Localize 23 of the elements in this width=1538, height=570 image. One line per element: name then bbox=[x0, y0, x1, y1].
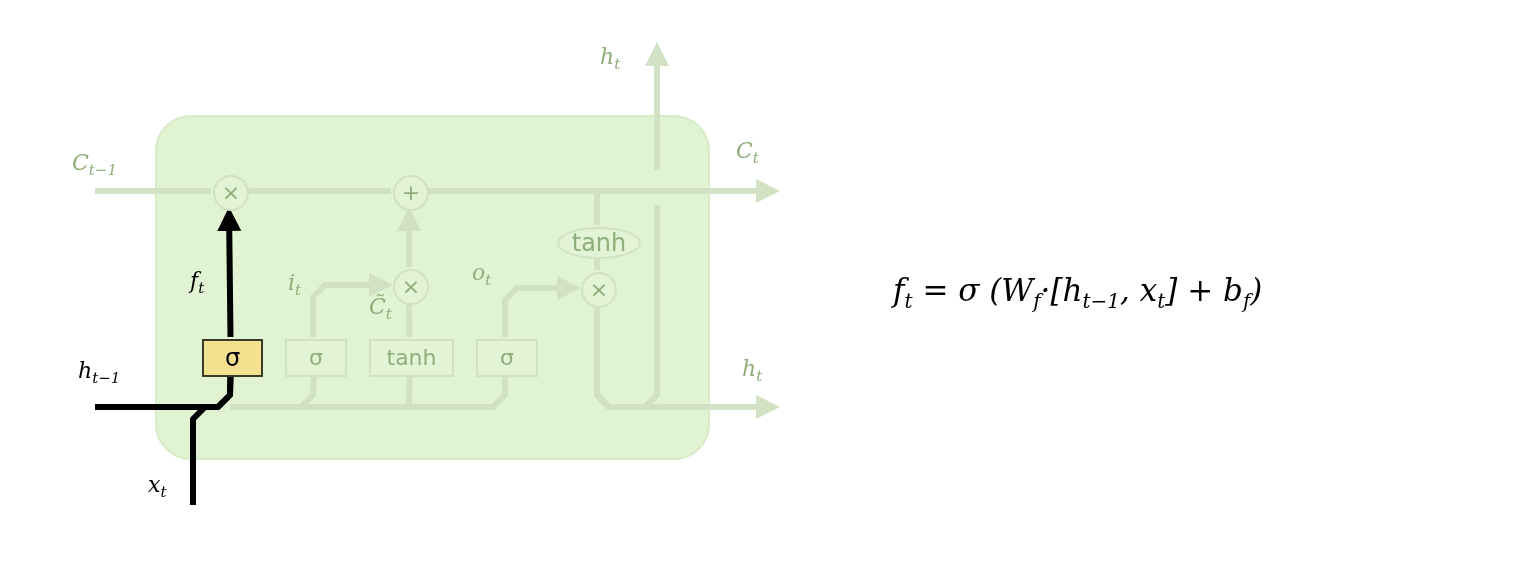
equation: f$_{t}$ = σ (W$_{f}$·[h$_{t−1}$, x$_{t}$] + b$_{f}$) bbox=[893, 272, 1263, 314]
lstm-cell-background bbox=[155, 115, 710, 460]
gate-layer: σ bbox=[202, 339, 263, 377]
gate-layer: σ bbox=[476, 339, 538, 377]
edge-label: C$_{t}$ bbox=[736, 140, 759, 167]
gate-layer: tanh bbox=[369, 339, 454, 377]
edge-label: o$_{t}$ bbox=[472, 262, 492, 289]
edge-label: C̃$_{t}$ bbox=[369, 296, 392, 323]
connector-line bbox=[190, 374, 234, 505]
edge-label: h$_{t}$ bbox=[600, 46, 621, 73]
edge-label: h$_{t}$ bbox=[742, 358, 763, 385]
tanh-activation: tanh bbox=[557, 227, 641, 259]
edge-label: h$_{t−1}$ bbox=[78, 360, 121, 387]
pointwise-operation: × bbox=[393, 269, 429, 305]
edge-label: i$_{t}$ bbox=[288, 272, 302, 299]
edge-label: C$_{t−1}$ bbox=[72, 152, 117, 179]
pointwise-operation: × bbox=[581, 272, 617, 308]
edge-label: f$_{t}$ bbox=[190, 270, 205, 297]
connector-line bbox=[95, 188, 211, 194]
pointwise-operation: × bbox=[213, 175, 249, 211]
pointwise-operation: + bbox=[393, 175, 429, 211]
edge-label: x$_{t}$ bbox=[148, 474, 167, 501]
gate-layer: σ bbox=[285, 339, 347, 377]
